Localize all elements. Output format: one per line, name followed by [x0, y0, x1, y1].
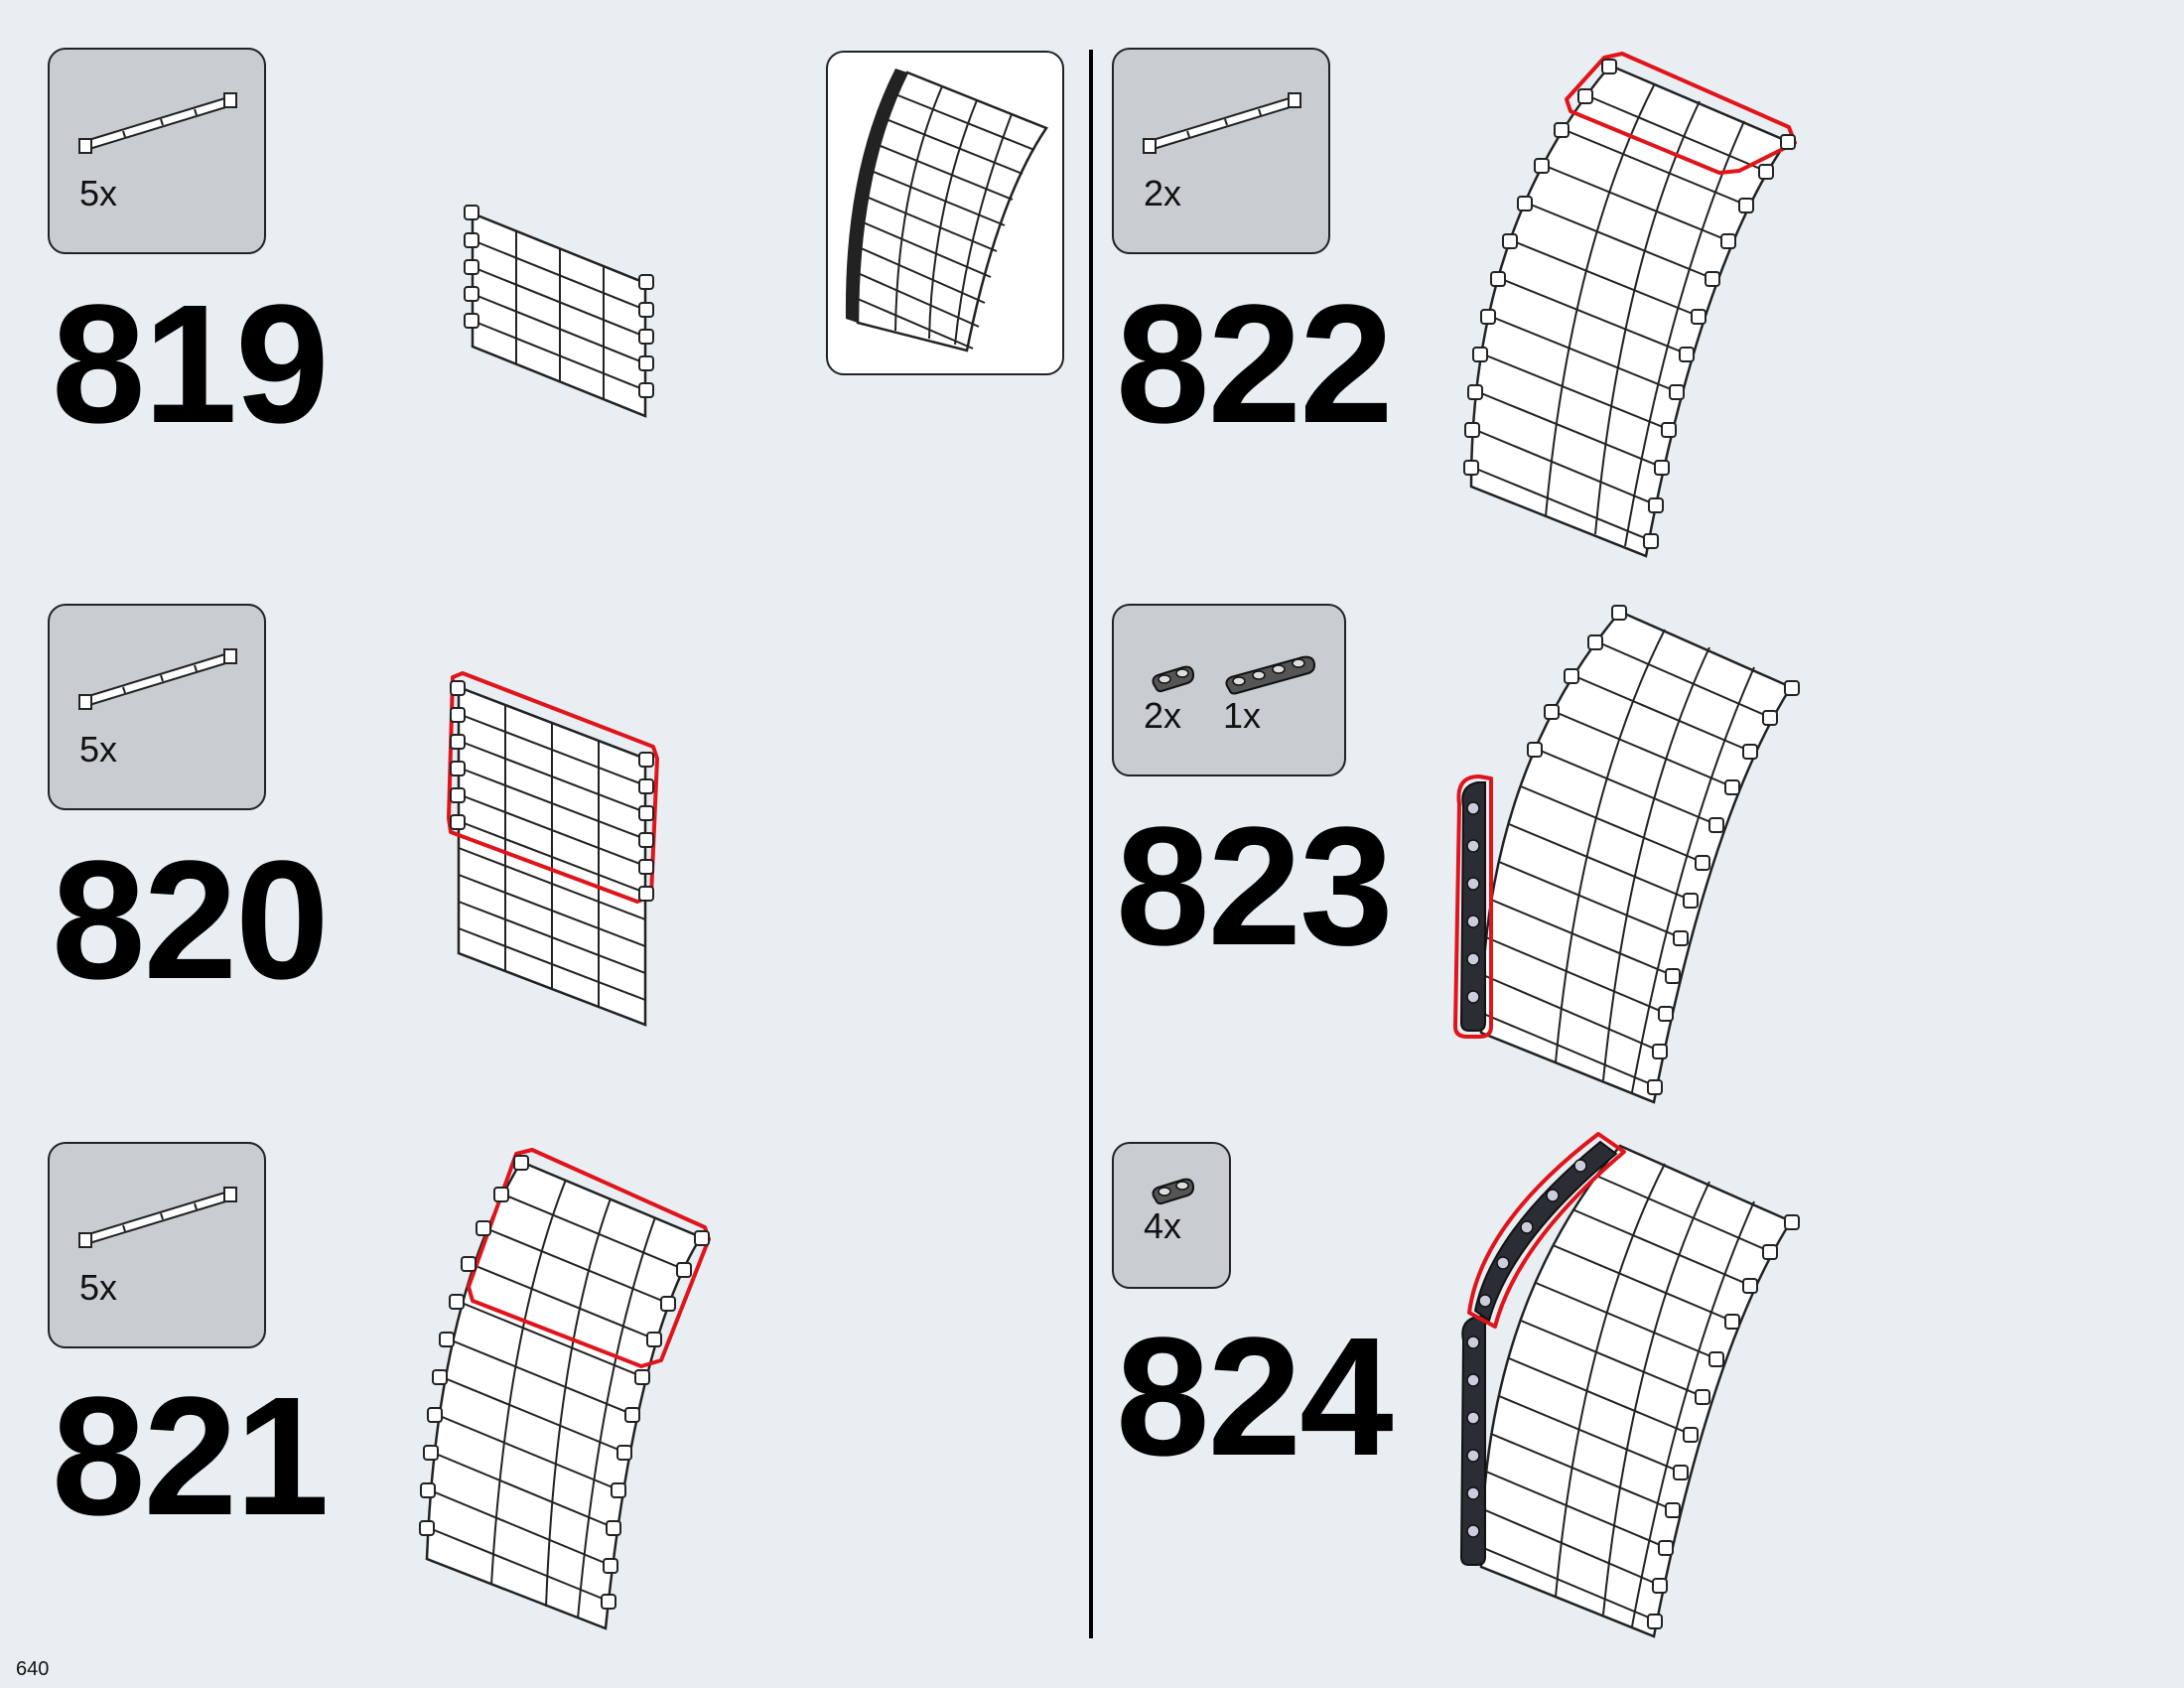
panel-assembly-824	[1459, 1132, 1800, 1638]
curved-panel-assembly-icon	[845, 69, 1048, 352]
parts-list-822: 2x	[1112, 48, 1330, 254]
window-bar-part-icon	[78, 1187, 237, 1248]
part-quantity: 2x	[1144, 695, 1182, 736]
parts-list-824: 4x	[1112, 1142, 1231, 1289]
part-quantity: 2x	[1144, 173, 1182, 213]
panel-assembly-819	[464, 205, 654, 418]
step-number: 820	[52, 826, 330, 1015]
parts-list-819: 5x	[48, 48, 266, 254]
panel-assembly-820	[447, 671, 659, 1027]
column-divider	[1089, 50, 1093, 1638]
part-quantity: 4x	[1144, 1205, 1182, 1246]
page-number: 640	[16, 1658, 50, 1680]
panel-assembly-821	[419, 1148, 711, 1630]
part-quantity: 5x	[79, 173, 118, 213]
step-number: 821	[52, 1362, 330, 1551]
window-bar-part-icon	[78, 648, 237, 710]
assembly-callout	[826, 51, 1064, 375]
part-quantity: 1x	[1223, 695, 1262, 736]
window-bar-part-icon	[78, 92, 237, 154]
step-number: 822	[1116, 270, 1394, 459]
step-number: 824	[1116, 1303, 1394, 1491]
parts-list-820: 5x	[48, 604, 266, 810]
window-bar-part-icon	[1143, 92, 1301, 154]
panel-assembly-823	[1453, 605, 1800, 1104]
plate-1x2-part-icon	[1152, 1178, 1195, 1205]
parts-list-823: 2x 1x	[1112, 604, 1346, 776]
parts-list-821: 5x	[48, 1142, 266, 1348]
panel-assembly-822	[1463, 52, 1797, 558]
plate-1x4-part-icon	[1225, 655, 1316, 695]
step-number: 819	[52, 270, 330, 459]
step-number: 823	[1116, 792, 1394, 981]
plate-1x2-part-icon	[1152, 665, 1195, 693]
part-quantity: 5x	[79, 729, 118, 770]
part-quantity: 5x	[79, 1267, 118, 1308]
